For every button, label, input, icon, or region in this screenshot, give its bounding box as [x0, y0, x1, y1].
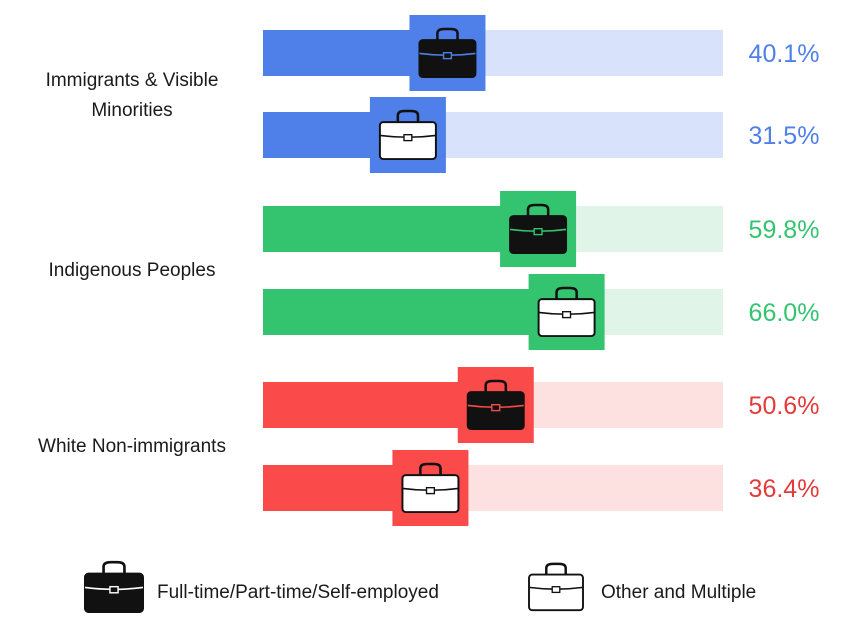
bars-layer [263, 15, 723, 526]
value-label: 36.4% [749, 475, 820, 503]
value-label: 40.1% [749, 40, 820, 68]
filled-briefcase-icon [466, 379, 525, 431]
filled-briefcase-icon [509, 203, 568, 255]
filled-briefcase-icon [418, 27, 477, 79]
legend: Full-time/Part-time/Self-employed Other … [83, 560, 756, 613]
value-label: 66.0% [749, 299, 820, 327]
value-label: 31.5% [749, 122, 820, 150]
bar-fill [263, 206, 539, 252]
outline-briefcase-icon [537, 286, 596, 338]
legend-filled-briefcase-icon [83, 560, 145, 613]
group-label: Minorities [91, 100, 172, 121]
group-label: White Non-immigrants [38, 436, 226, 457]
group-label: Immigrants & Visible [46, 70, 219, 91]
value-label: 59.8% [749, 216, 820, 244]
outline-briefcase-icon [401, 462, 460, 514]
legend-label-other: Other and Multiple [601, 582, 756, 603]
outline-briefcase-icon [378, 109, 437, 161]
bar-fill [263, 382, 496, 428]
bar-fill [263, 289, 567, 335]
value-label: 50.6% [749, 392, 820, 420]
legend-outline-briefcase-icon [528, 562, 584, 612]
legend-label-full-time: Full-time/Part-time/Self-employed [157, 582, 439, 603]
group-label: Indigenous Peoples [49, 260, 216, 281]
